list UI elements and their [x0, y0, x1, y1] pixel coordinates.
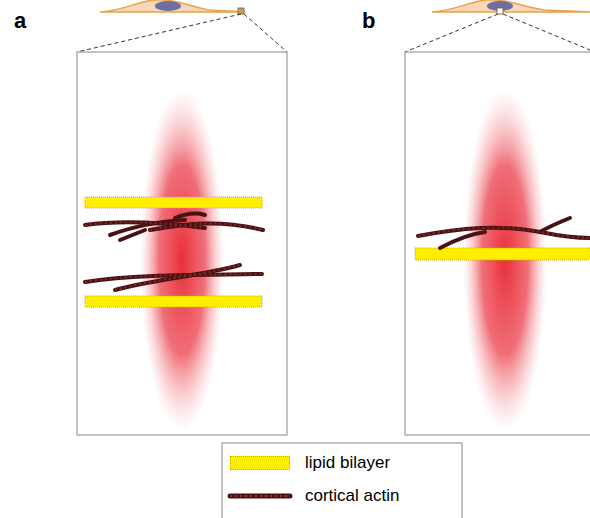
- cell-a: [77, 0, 287, 52]
- cell-b: [405, 0, 590, 52]
- legend-label: lipid bilayer: [305, 453, 390, 473]
- legend-label: cortical actin: [305, 486, 399, 506]
- actin-sample: [230, 496, 290, 497]
- legend-frame: [222, 443, 462, 518]
- zoom-box-b: [405, 52, 590, 435]
- legend-swatch: [230, 456, 290, 470]
- panel-letter: a: [14, 8, 26, 34]
- panel-letter: b: [362, 8, 375, 34]
- zoom-box-a: [77, 52, 287, 435]
